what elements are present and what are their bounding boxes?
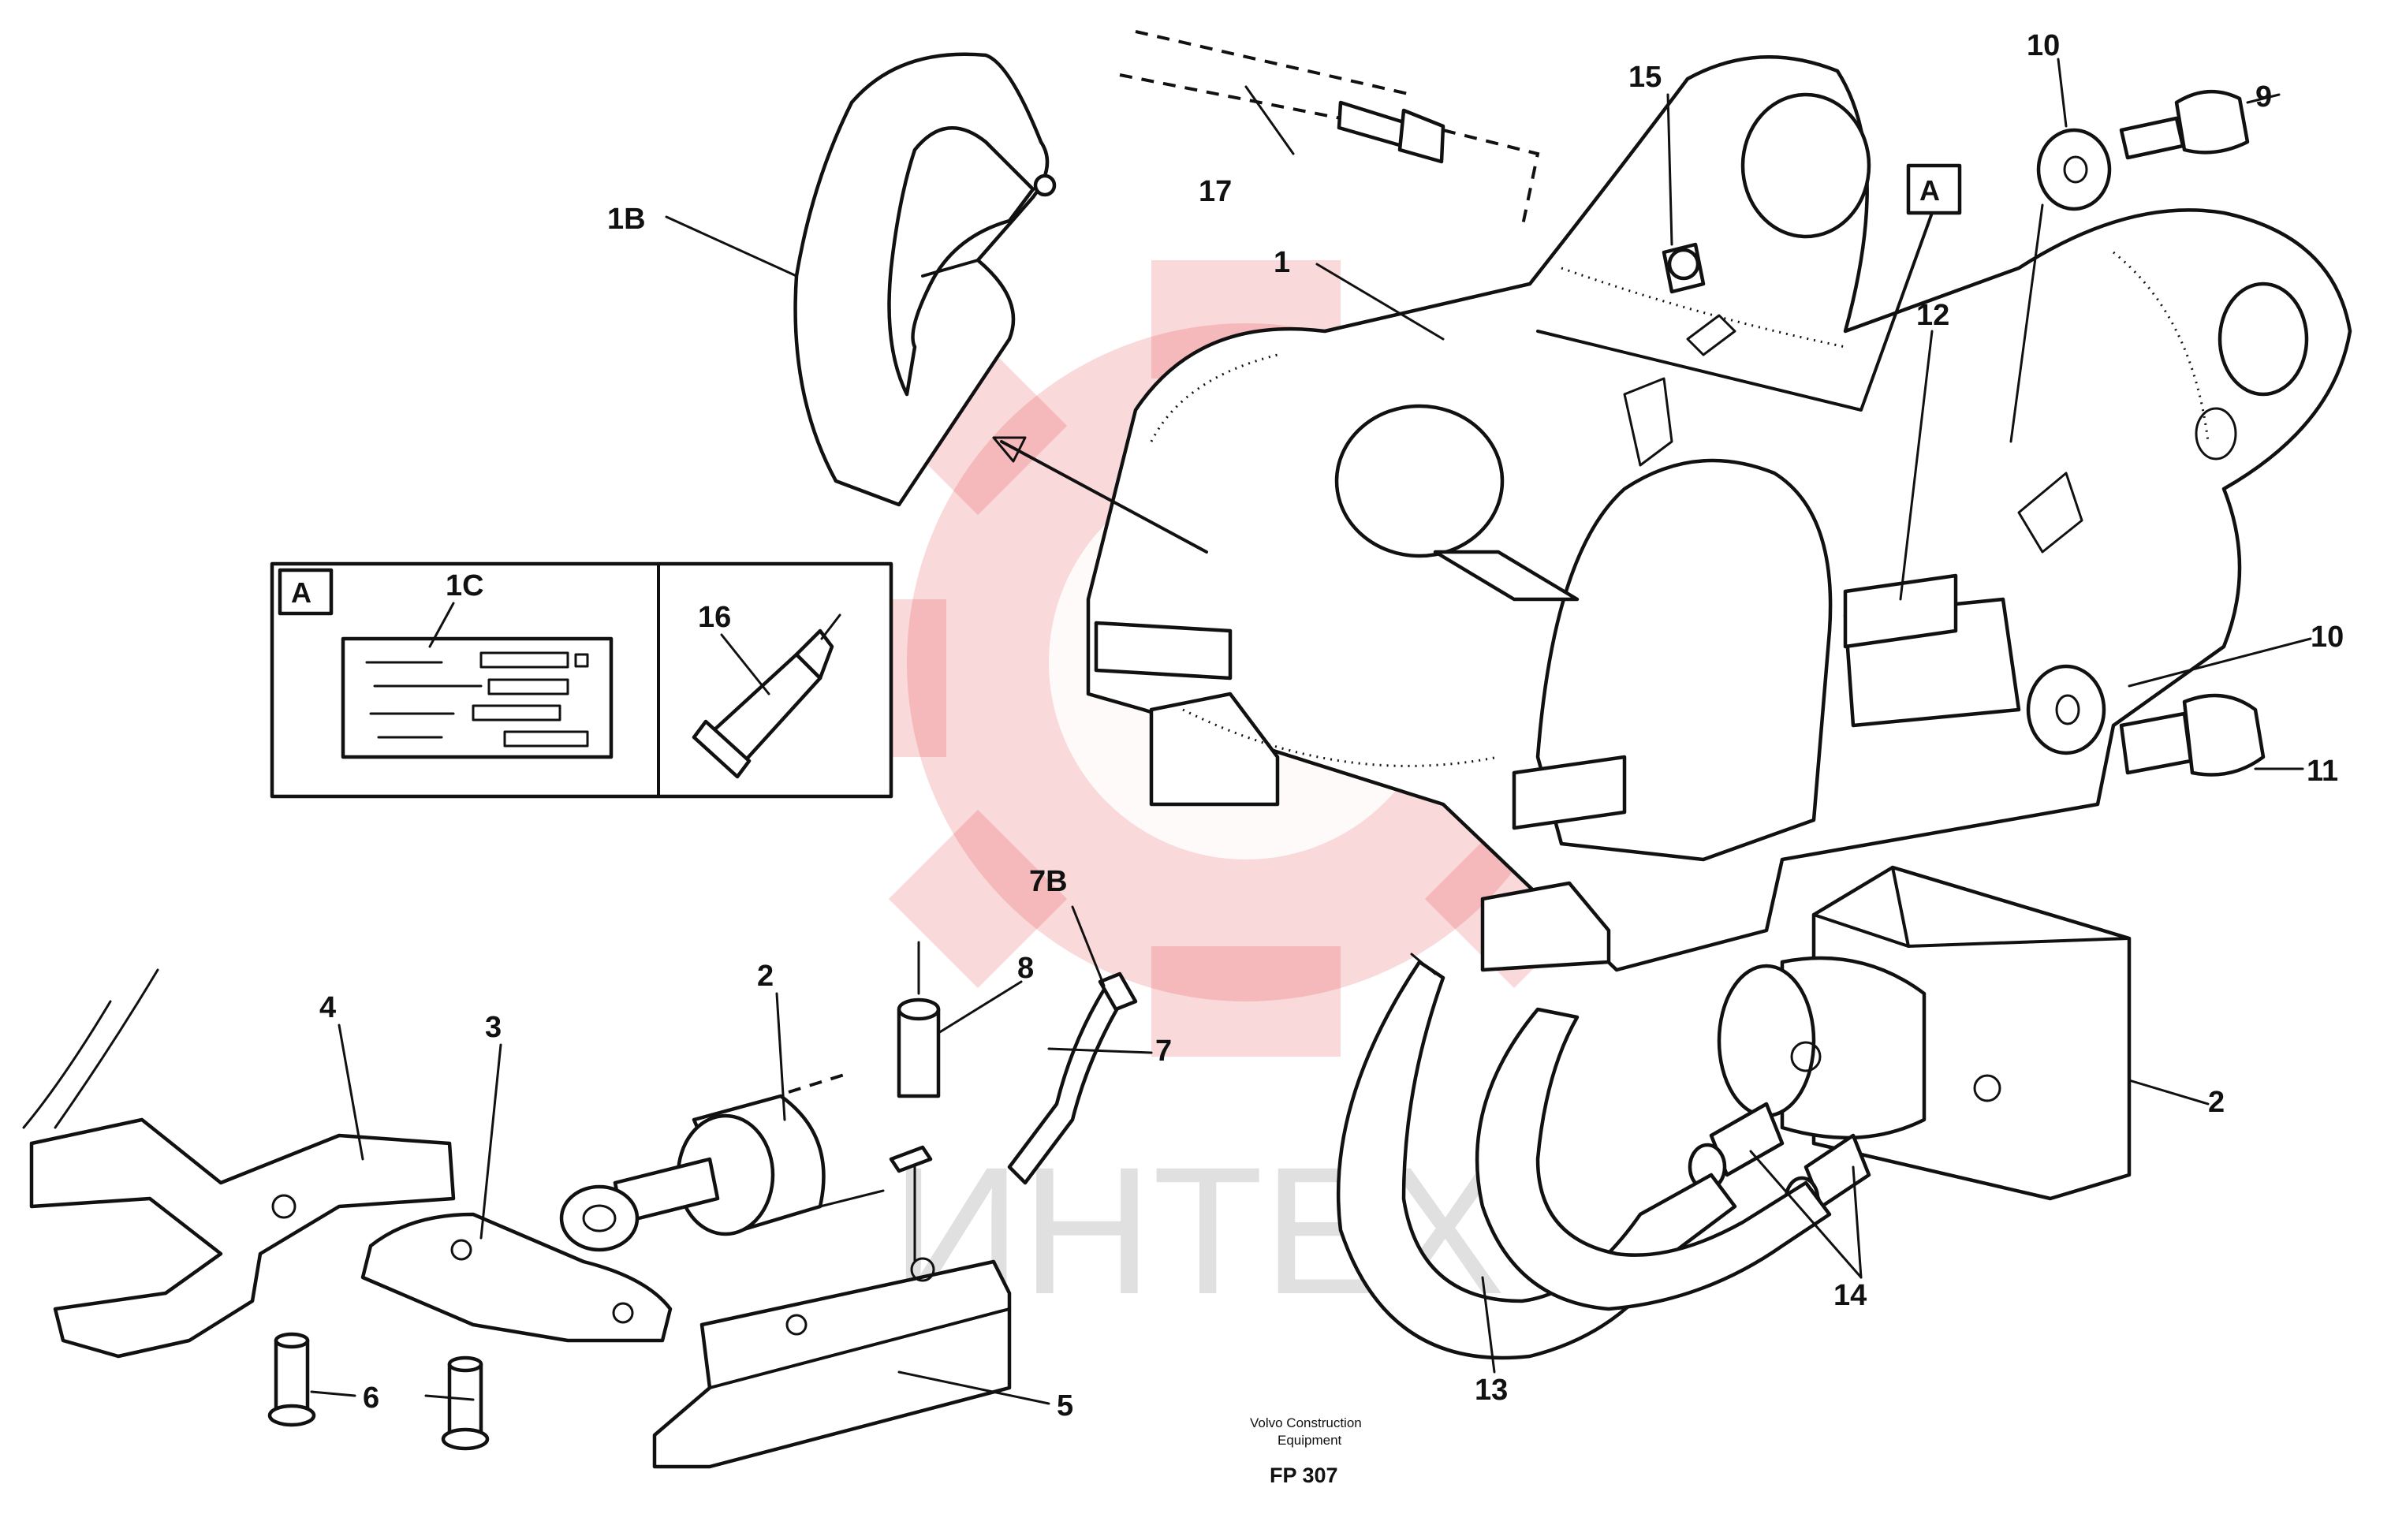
- part-10-washer-bottom: [2026, 664, 2106, 755]
- leader-lines: [310, 58, 2312, 1405]
- section-marker-label: A: [1919, 174, 1940, 207]
- callout-12: 12: [1916, 299, 1949, 332]
- callout-4: 4: [319, 991, 336, 1024]
- part-11-bolt: [2119, 693, 2266, 777]
- part-13-hoses: [1336, 953, 1832, 1360]
- callout-6: 6: [363, 1382, 379, 1415]
- callout-1B: 1B: [607, 203, 646, 236]
- callout-17: 17: [1199, 175, 1232, 208]
- part-15-grease-nipple: [1662, 242, 1706, 294]
- part-1C-label-plate: [341, 636, 614, 759]
- callout-15: 15: [1628, 61, 1662, 94]
- section-marker-A: A: [1536, 163, 1962, 412]
- part-9-bolt: [2119, 89, 2250, 160]
- inset-label: A: [291, 576, 311, 609]
- callout-labels: 1B 17 15 10 9 1 12 1C 16 10 11 7B 8 2 7 …: [319, 29, 2344, 1423]
- callout-9: 9: [2255, 80, 2272, 114]
- callout-7B: 7B: [1029, 865, 1068, 898]
- callout-8: 8: [1017, 952, 1034, 985]
- manufacturer-line-1: Volvo Construction: [1250, 1415, 1362, 1430]
- callout-7: 7: [1155, 1035, 1172, 1068]
- part-10-washer-top: [2009, 128, 2112, 443]
- callout-10-bottom: 10: [2311, 621, 2344, 654]
- part-8-sleeve: [897, 941, 941, 1098]
- manufacturer-line-2: Equipment: [1278, 1433, 1342, 1448]
- callout-2-right: 2: [2208, 1086, 2225, 1119]
- part-1-coupler-frame: [1086, 55, 2352, 972]
- part-5-wedge: [652, 1257, 1012, 1469]
- callout-10-top: 10: [2027, 29, 2060, 62]
- part-6-pins: [267, 1332, 490, 1451]
- part-2-cylinder: [559, 1071, 885, 1252]
- inset-box-A: A: [270, 561, 893, 799]
- callout-2-left: 2: [757, 960, 774, 993]
- callout-13: 13: [1475, 1374, 1508, 1407]
- part-4-bracket: [22, 968, 456, 1359]
- figure-code: FP 307: [1270, 1464, 1338, 1487]
- callout-5: 5: [1057, 1389, 1073, 1423]
- part-2-hydraulic-block: [1717, 865, 2132, 1201]
- part-17-bolt: [1119, 30, 1540, 229]
- callout-11: 11: [2307, 755, 2338, 788]
- callout-14: 14: [1833, 1279, 1867, 1312]
- callout-1: 1: [1274, 246, 1290, 279]
- part-1B-hook-cover: [793, 52, 1057, 507]
- callout-16: 16: [698, 601, 731, 634]
- part-3-plate: [360, 1212, 673, 1343]
- part-16-tube: [692, 613, 841, 779]
- callout-1C: 1C: [446, 569, 484, 602]
- callout-3: 3: [485, 1011, 502, 1044]
- part-7-pin: [889, 971, 1138, 1263]
- part-12-block: [1843, 573, 1958, 649]
- footer: Volvo Construction Equipment FP 307: [1250, 1415, 1362, 1487]
